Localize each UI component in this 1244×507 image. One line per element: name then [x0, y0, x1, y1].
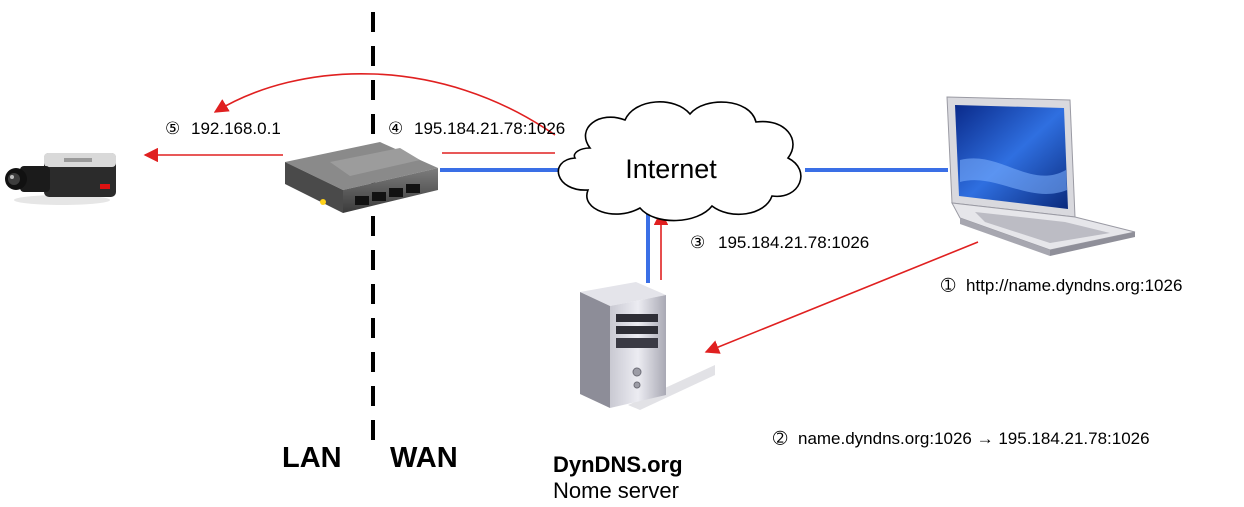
ip-camera-icon	[5, 153, 116, 205]
server-name: DynDNS.org	[553, 452, 683, 477]
step-4-text: 195.184.21.78:1026	[414, 119, 565, 138]
step-2-marker: ➁	[773, 429, 788, 448]
step-3-text: 195.184.21.78:1026	[718, 233, 869, 252]
laptop-icon	[946, 96, 1136, 256]
request-arrows	[143, 73, 979, 354]
step-3-marker: ③	[690, 233, 705, 252]
step-5-marker: ⑤	[165, 119, 180, 138]
svg-text:⑤ 192.168.0.1: ⑤ 192.168.0.1	[165, 119, 281, 138]
step-5-text: 192.168.0.1	[191, 119, 281, 138]
step-1-text: http://name.dyndns.org:1026	[966, 276, 1182, 295]
arrow-step-1-laptop-to-server	[704, 241, 979, 354]
svg-text:➁ name.dyndns.org:1026 →: ➁ name.dyndns.org:1026 → 195.184.21.78:1…	[773, 429, 1150, 448]
router-icon	[285, 142, 438, 213]
lan-label: LAN	[282, 442, 342, 474]
step-3-label: ③ 195.184.21.78:1026	[690, 233, 869, 252]
step-2-label: ➁ name.dyndns.org:1026 → 195.184.21.78:1…	[773, 429, 1150, 448]
step-1-marker: ➀	[941, 276, 956, 295]
svg-text:➀ http://name.dyndns.org: ➀ http://name.dyndns.org:1026	[941, 276, 1182, 295]
svg-text:③ 195.184.21.78:1026: ③ 195.184.21.78:1026	[690, 233, 869, 252]
internet-cloud: Internet	[557, 101, 802, 222]
server-tower-icon	[580, 282, 715, 410]
step-1-label: ➀ http://name.dyndns.org:1026	[941, 276, 1182, 295]
arrow-step-5-curved	[213, 73, 556, 136]
wan-label: WAN	[390, 442, 458, 474]
step-4-label: ④ 195.184.21.78:1026	[388, 119, 565, 138]
network-links	[440, 168, 948, 283]
cloud-label: Internet	[625, 154, 717, 184]
server-subtitle: Nome server	[553, 478, 679, 503]
step-4-marker: ④	[388, 119, 403, 138]
svg-text:④ 195.184.21.78:1026: ④ 195.184.21.78:1026	[388, 119, 565, 138]
step-5-label: ⑤ 192.168.0.1	[165, 119, 281, 138]
step-2-text: name.dyndns.org:1026 → 195.184.21.78:102…	[798, 429, 1150, 448]
cloud-shape	[557, 101, 802, 222]
